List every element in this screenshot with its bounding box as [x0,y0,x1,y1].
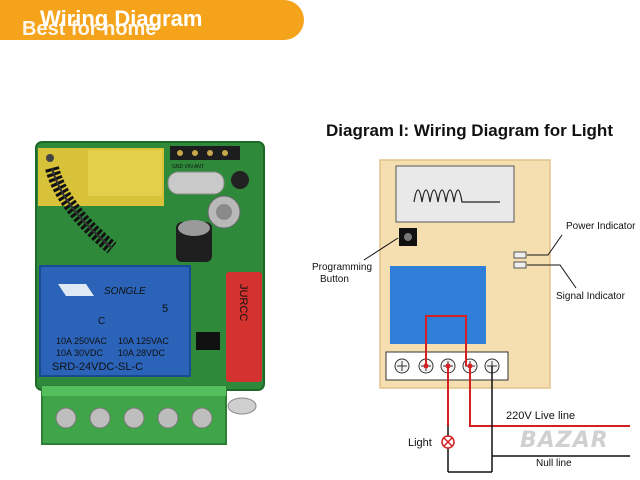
rectifier-chip [196,332,220,350]
relay-jumper-wire [425,315,467,366]
transistor [231,171,249,189]
watermark-logo: BAZAR [520,428,609,453]
diagram-title: Diagram I: Wiring Diagram for Light [326,121,613,140]
antenna-pad [46,154,54,162]
red-x-capacitor [226,272,262,382]
relay-rating-right-1: 10A 125VAC [118,336,169,346]
relay-rating-right-2: 10A 28VDC [118,348,166,358]
power-leader [527,234,563,256]
relay-cert-c: C [98,316,105,327]
live-line-label: 220V Live line [506,410,575,422]
crystal-oscillator [167,171,225,195]
relay-body [39,265,191,377]
push-button [227,397,257,415]
relay-rating-left-1: 10A 250VAC [56,336,107,346]
rf-module-shade [88,150,162,196]
power-indicator-label: Power Indicator [566,221,636,232]
live-line-wire [469,366,630,427]
relay-block [390,266,486,344]
pin-labels: GND VIN ANT [172,164,204,170]
red-capacitor-text: JURCC [237,284,249,321]
terminal-screws [55,407,213,429]
relay-brand: SONGLE [104,286,146,297]
relay-cert-5: 5 [162,303,168,315]
relay-model: SRD-24VDC-SL-C [52,361,143,373]
relay-rating-left-2: 10A 30VDC [56,348,104,358]
header-pins [170,146,240,160]
null-line-label: Null line [536,458,572,469]
signal-indicator-label: Signal Indicator [556,291,626,302]
antenna-box [395,165,515,223]
antenna-coil [413,189,500,203]
signal-led [513,261,527,269]
relay-board-photo: GND VIN ANT SONGLE 5 C 10A 250VAC 10A 12… [35,141,265,445]
signal-leader [527,264,577,289]
power-led [513,251,527,259]
programming-label-line1: Programming [312,262,372,273]
programming-leader [363,237,399,261]
light-label: Light [408,437,432,449]
banner-overlay-text: Best for home [22,18,157,40]
header-banner [0,0,304,40]
programming-label-line2: Button [320,274,349,285]
coil-antenna [45,166,117,254]
songle-logo [58,284,94,296]
wiring-diagram: Programming Button Power Indicator Signa… [312,159,636,473]
banner-title: Wiring Diagram [40,6,203,31]
